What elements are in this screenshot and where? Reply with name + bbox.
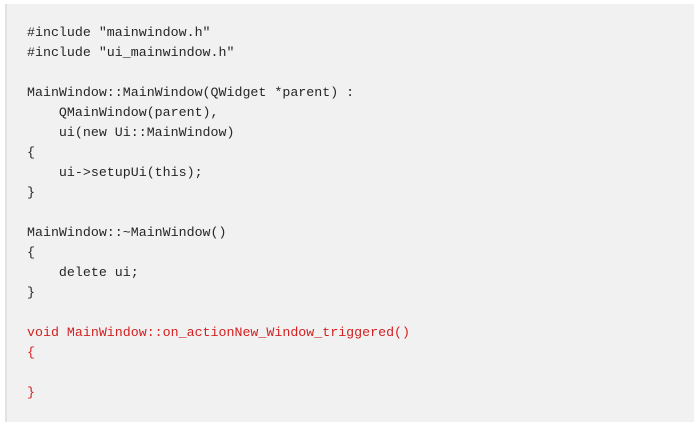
code-line-highlighted: void MainWindow::on_actionNew_Window_tri… (27, 325, 411, 340)
code-line: { (27, 145, 35, 160)
code-listing: #include "mainwindow.h" #include "ui_main… (27, 23, 410, 403)
code-line (27, 203, 410, 223)
code-line (27, 303, 410, 323)
code-line: { (27, 245, 35, 260)
code-line-highlighted: { (27, 345, 35, 360)
code-line: #include "ui_mainwindow.h" (27, 45, 235, 60)
code-line: ui->setupUi(this); (27, 165, 203, 180)
code-line: #include "mainwindow.h" (27, 25, 211, 40)
code-line (27, 63, 410, 83)
code-line-highlighted (27, 363, 410, 383)
code-line: MainWindow::~MainWindow() (27, 225, 227, 240)
code-block: #include "mainwindow.h" #include "ui_main… (5, 4, 694, 422)
code-line: } (27, 185, 35, 200)
code-line: } (27, 285, 35, 300)
code-line: QMainWindow(parent), (27, 105, 219, 120)
code-line-highlighted: } (27, 385, 35, 400)
code-line: MainWindow::MainWindow(QWidget *parent) … (27, 85, 355, 100)
code-line: ui(new Ui::MainWindow) (27, 125, 235, 140)
code-line: delete ui; (27, 265, 139, 280)
